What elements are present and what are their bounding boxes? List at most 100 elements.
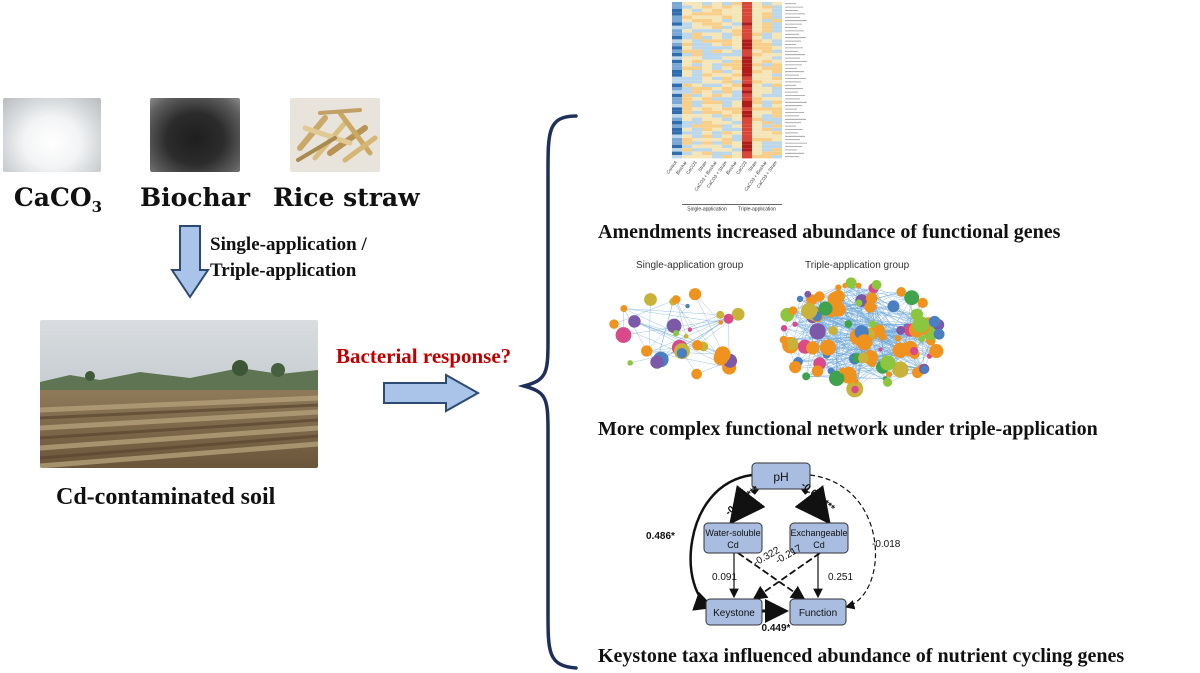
heatmap-cell bbox=[742, 131, 752, 135]
rice-straw-label: Rice straw bbox=[273, 183, 420, 212]
caco3-photo bbox=[3, 98, 101, 172]
network-single-application bbox=[609, 288, 745, 380]
network-node bbox=[871, 279, 882, 290]
heatmap-cell bbox=[702, 32, 712, 36]
heatmap-cell bbox=[722, 2, 732, 6]
network-node bbox=[885, 371, 893, 378]
heatmap-cell bbox=[712, 131, 722, 135]
heatmap-cell bbox=[732, 97, 742, 101]
network-edge bbox=[838, 296, 923, 328]
network-node bbox=[809, 323, 826, 340]
heatmap-cell bbox=[692, 32, 702, 36]
heatmap-cell bbox=[712, 90, 722, 94]
coef-water-keystone: 0.091 bbox=[712, 572, 737, 583]
heatmap-cell bbox=[702, 141, 712, 145]
network-node bbox=[873, 324, 886, 337]
heatmap-cell bbox=[712, 76, 722, 81]
heatmap-cell bbox=[692, 138, 702, 142]
heatmap-cell bbox=[732, 2, 742, 6]
network-edge bbox=[634, 321, 723, 355]
heatmap-cell bbox=[762, 114, 772, 118]
heatmap-cell bbox=[752, 22, 762, 26]
heatmap-cell bbox=[702, 63, 712, 67]
heatmap-cell bbox=[712, 100, 722, 104]
heatmap-cell bbox=[702, 127, 712, 132]
heatmap-cell bbox=[672, 32, 682, 36]
network-edge bbox=[817, 326, 923, 372]
heatmap-cell bbox=[752, 107, 762, 111]
rice-straw-pieces bbox=[296, 108, 378, 163]
heatmap-cell bbox=[772, 66, 782, 70]
heatmap-cell bbox=[762, 107, 772, 111]
heatmap-cell bbox=[762, 25, 772, 30]
network-node bbox=[687, 327, 693, 332]
heatmap-cell bbox=[752, 59, 762, 64]
heatmap-cell bbox=[742, 104, 752, 108]
heatmap-cell bbox=[702, 76, 712, 81]
heatmap-cell bbox=[722, 117, 732, 121]
heatmap-cell bbox=[682, 29, 692, 33]
heatmap-cell bbox=[752, 97, 762, 101]
heatmap-cell bbox=[732, 83, 742, 87]
heatmap-cell bbox=[742, 2, 752, 6]
heatmap-column-label: Straw bbox=[697, 160, 708, 173]
heatmap-cell bbox=[722, 12, 732, 16]
network-edge bbox=[675, 299, 687, 337]
heatmap-cell bbox=[682, 56, 692, 60]
heatmap-cell bbox=[772, 90, 782, 94]
heatmap-cell bbox=[742, 93, 752, 98]
heatmap-cell bbox=[762, 12, 772, 16]
heatmap-cell bbox=[712, 59, 722, 64]
heatmap-cell bbox=[712, 25, 722, 30]
heatmap-cell bbox=[722, 90, 732, 94]
heatmap-cell bbox=[732, 63, 742, 67]
heatmap-cell bbox=[702, 56, 712, 60]
heatmap-cell bbox=[742, 107, 752, 111]
heatmap-cell bbox=[682, 121, 692, 125]
heatmap-cell bbox=[772, 100, 782, 104]
node-function bbox=[789, 598, 847, 626]
heatmap-cell bbox=[702, 22, 712, 26]
heatmap-cell bbox=[682, 83, 692, 87]
heatmap-cell bbox=[702, 110, 712, 115]
path-ph-function bbox=[809, 474, 877, 610]
heatmap-cell bbox=[762, 22, 772, 26]
heatmap-cell bbox=[752, 39, 762, 43]
heatmap-cell bbox=[742, 76, 752, 81]
heatmap-cell bbox=[742, 144, 752, 149]
heatmap-cell bbox=[692, 124, 702, 128]
heatmap-cell bbox=[752, 12, 762, 16]
heatmap-cell bbox=[682, 141, 692, 145]
heatmap-cell bbox=[672, 42, 682, 47]
heatmap-cell bbox=[772, 49, 782, 53]
heatmap-cell bbox=[762, 87, 772, 91]
heatmap-cell bbox=[692, 144, 702, 149]
heatmap-cell bbox=[742, 32, 752, 36]
node-water-label-2: Cd bbox=[727, 540, 739, 550]
network-node bbox=[783, 342, 789, 348]
heatmap-cell bbox=[752, 70, 762, 74]
heatmap-cell bbox=[762, 97, 772, 101]
heatmap-cell bbox=[712, 15, 722, 19]
heatmap-cell bbox=[712, 114, 722, 118]
heatmap-cell bbox=[732, 141, 742, 145]
heatmap-cell bbox=[752, 100, 762, 104]
network-node bbox=[864, 301, 876, 313]
heatmap-cell bbox=[722, 76, 732, 81]
heatmap-cell bbox=[722, 39, 732, 43]
heatmap-cell bbox=[772, 29, 782, 33]
heatmap-cell bbox=[762, 5, 772, 9]
network-node bbox=[918, 335, 926, 343]
network-node bbox=[855, 282, 862, 289]
network-node bbox=[867, 358, 877, 368]
heatmap-cell bbox=[702, 12, 712, 16]
heatmap-cell bbox=[702, 93, 712, 98]
heatmap-cell bbox=[772, 138, 782, 142]
heatmap-cell bbox=[702, 124, 712, 128]
heatmap-cell bbox=[772, 97, 782, 101]
caption-keystone: Keystone taxa influenced abundance of nu… bbox=[598, 645, 1125, 667]
heatmap-cell bbox=[682, 59, 692, 64]
heatmap-cell bbox=[762, 56, 772, 60]
heatmap-cell bbox=[762, 93, 772, 98]
